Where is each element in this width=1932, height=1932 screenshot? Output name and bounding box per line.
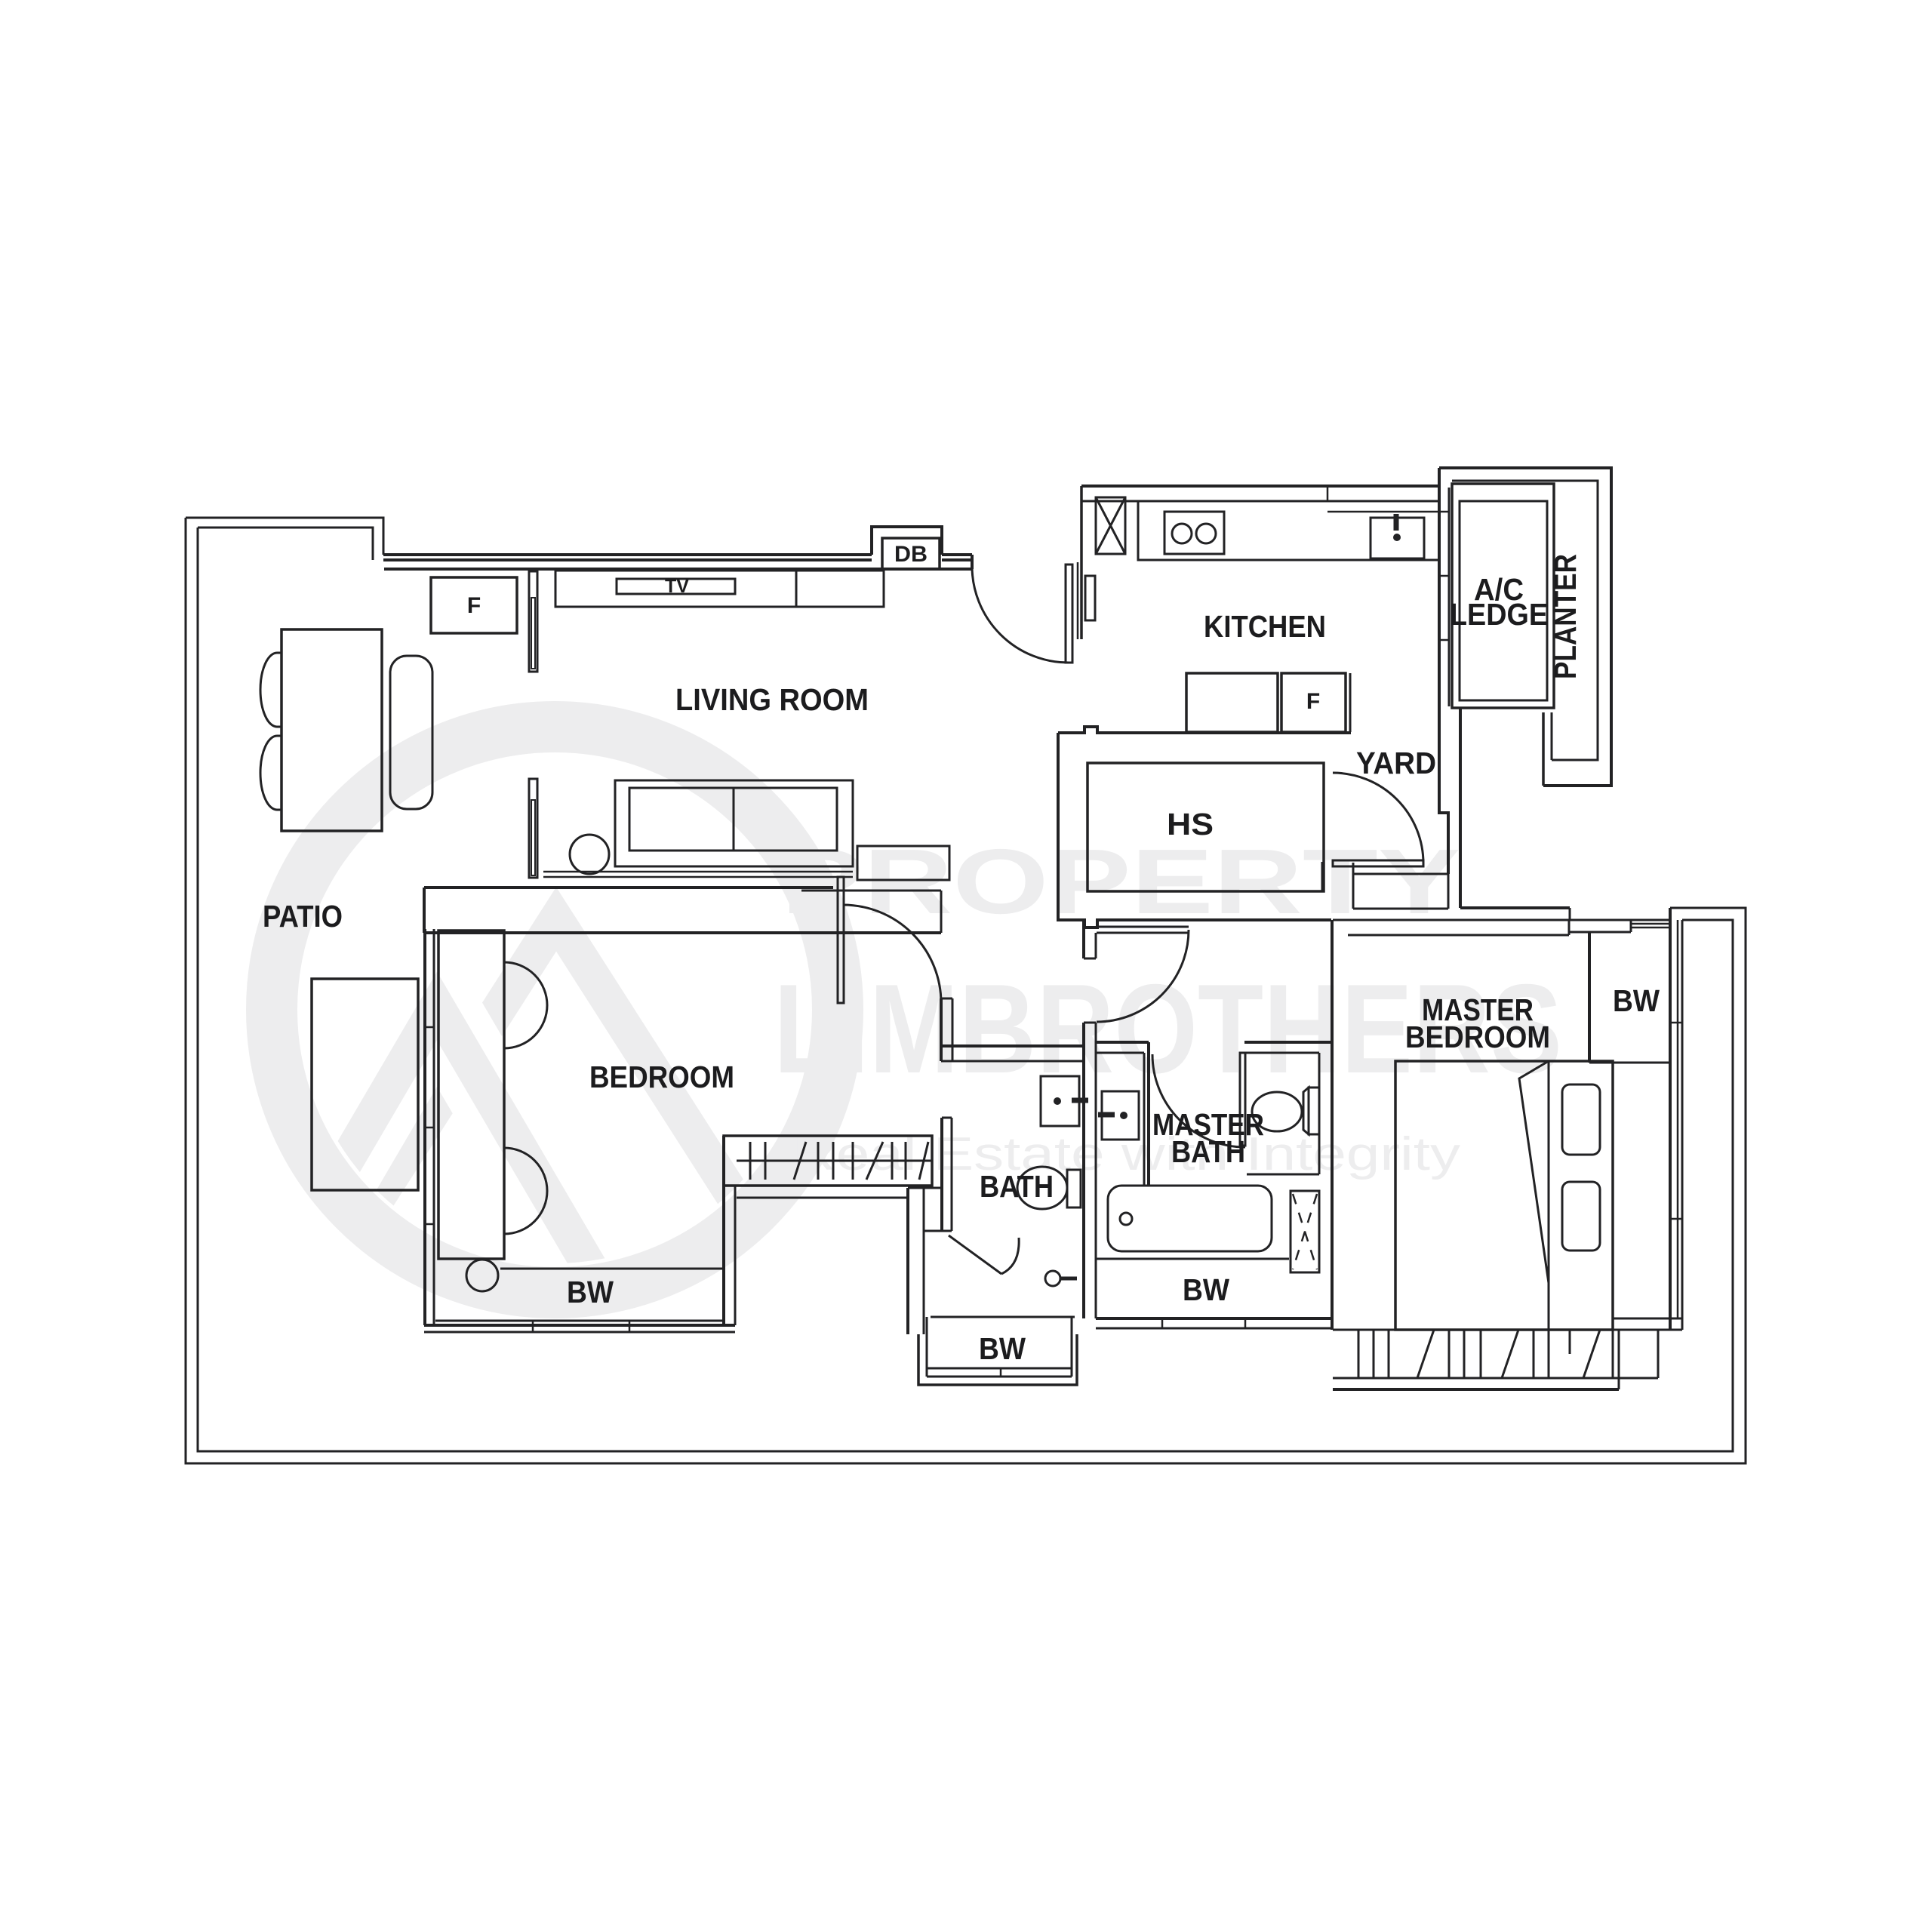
svg-text:BW: BW [979,1331,1026,1366]
svg-text:A/C: A/C [1474,572,1524,607]
svg-text:LIMBROTHERS: LIMBROTHERS [774,958,1562,1100]
svg-text:TV: TV [665,576,689,597]
svg-text:BATH: BATH [1171,1134,1245,1169]
svg-text:F: F [467,593,481,618]
svg-text:BW: BW [567,1275,614,1309]
svg-text:BEDROOM: BEDROOM [589,1060,734,1094]
svg-text:LEDGE: LEDGE [1450,597,1548,632]
svg-text:BEDROOM: BEDROOM [1405,1020,1550,1054]
svg-text:MASTER: MASTER [1422,992,1534,1027]
svg-text:F: F [1306,689,1320,714]
svg-text:PROPERTY: PROPERTY [781,830,1460,933]
svg-text:DB: DB [894,542,928,567]
svg-text:PATIO: PATIO [263,899,343,934]
svg-text:BATH: BATH [980,1169,1054,1204]
svg-text:BW: BW [1183,1272,1229,1307]
svg-text:KITCHEN: KITCHEN [1204,609,1326,644]
svg-text:MASTER: MASTER [1152,1107,1264,1142]
svg-text:YARD: YARD [1356,746,1436,780]
svg-text:LIVING ROOM: LIVING ROOM [675,682,869,717]
svg-text:HS: HS [1167,807,1214,841]
svg-text:BW: BW [1613,983,1660,1018]
svg-text:PLANTER: PLANTER [1548,554,1583,679]
